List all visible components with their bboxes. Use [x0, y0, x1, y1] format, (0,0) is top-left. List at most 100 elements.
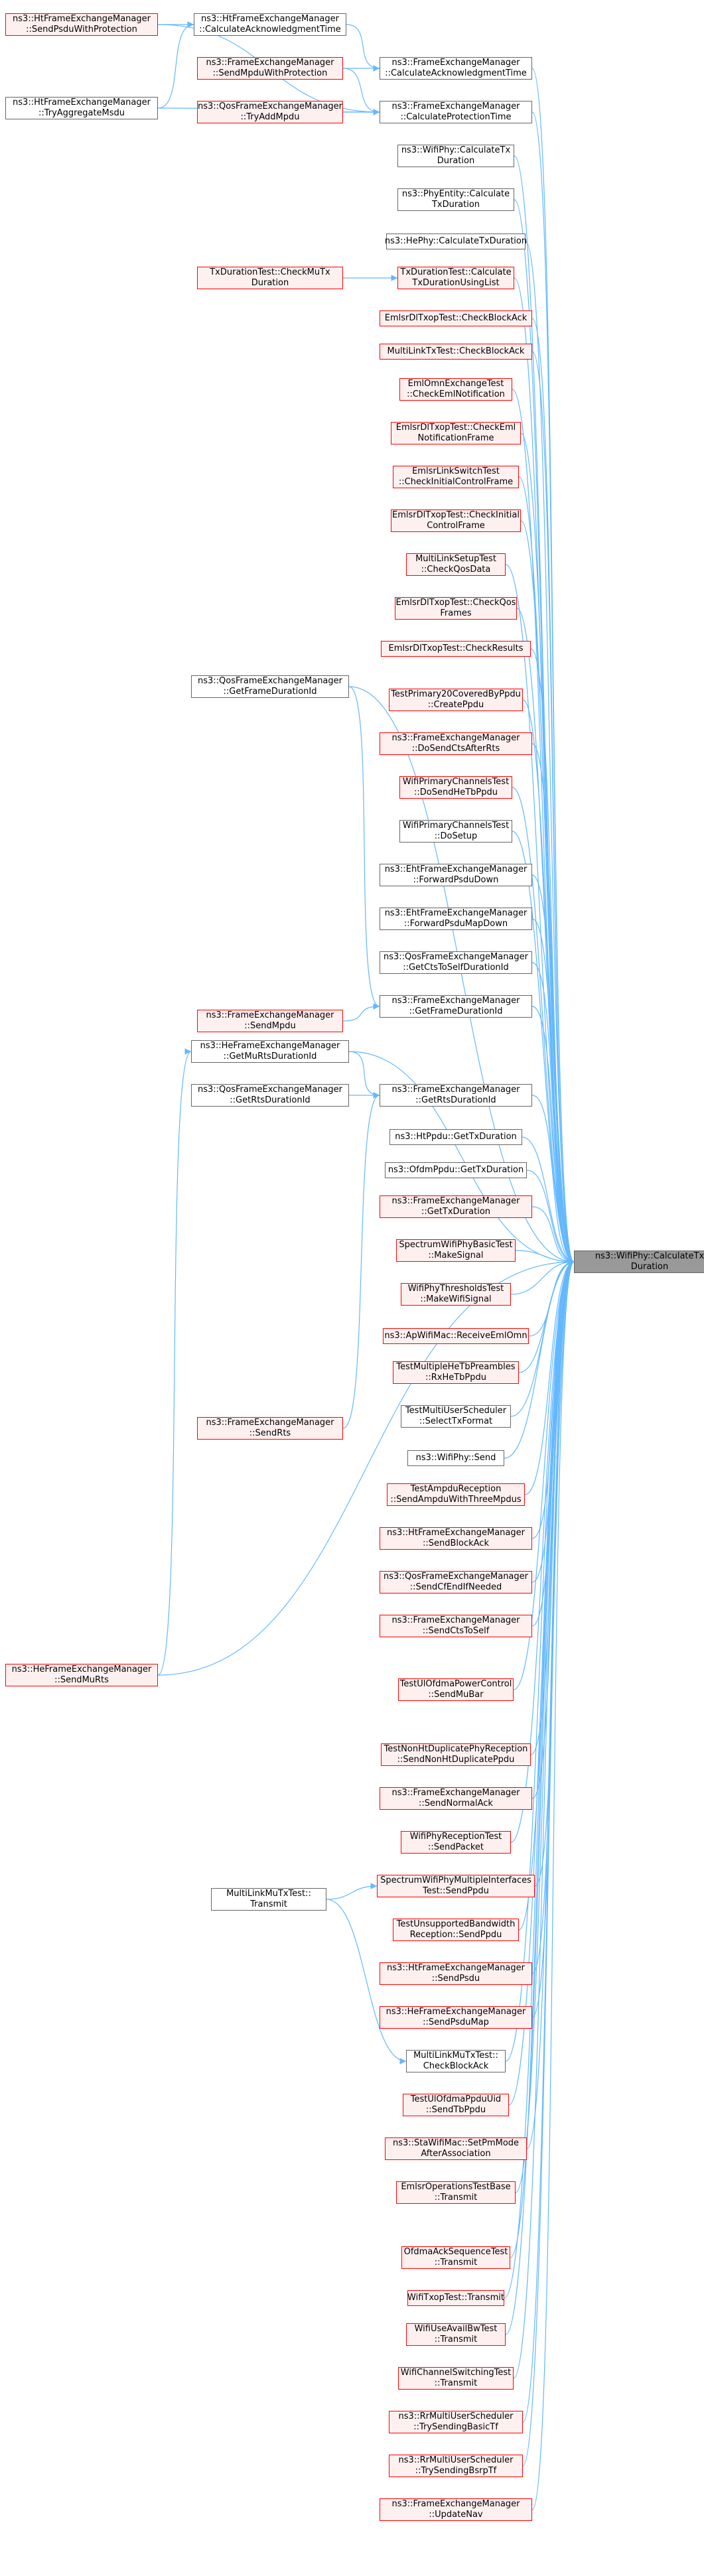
node-ns3-heframeexchangemanager-sendmurts[interactable]: ns3::HeFrameExchangeManager ::SendMuRts: [5, 1664, 158, 1686]
edge-n22-root: [348, 686, 575, 1265]
node-spectrumwifiphybasictest-makesignal[interactable]: SpectrumWifiPhyBasicTest ::MakeSignal: [396, 1239, 516, 1262]
edge-n34-root: [531, 1095, 575, 1265]
node-multilinkmutxtest-checkblockack[interactable]: MultiLinkMuTxTest:: CheckBlockAck: [406, 2050, 506, 2072]
node-ns3-ofdmppdu-gettxduration[interactable]: ns3::OfdmPpdu::GetTxDuration: [385, 1162, 527, 1178]
edge-n10-root: [525, 241, 575, 1265]
edge-n42-n34: [342, 1092, 380, 1429]
edge-n45-root: [524, 1258, 575, 1495]
node-ns3-heframeexchangemanager-getmurtsdurationid[interactable]: ns3::HeFrameExchangeManager ::GetMuRtsDu…: [191, 1040, 349, 1063]
node-wifiprimarychannelstest-dosetup[interactable]: WifiPrimaryChannelsTest ::DoSetup: [399, 820, 512, 843]
node-ns3-frameexchangemanager-getframedurationid[interactable]: ns3::FrameExchangeManager ::GetFrameDura…: [380, 995, 532, 1018]
edge-n61-root: [526, 1258, 575, 2149]
node-testprimary20coveredbyppdu-createppdu[interactable]: TestPrimary20CoveredByPpdu ::CreatePpdu: [389, 689, 523, 711]
node-spectrumwifiphymultipleinterfaces-test-sendppdu[interactable]: SpectrumWifiPhyMultipleInterfaces Test::…: [377, 1875, 535, 1897]
edge-n67-root: [522, 1258, 575, 2423]
node-ns3-htframeexchangemanager-sendblockack[interactable]: ns3::HtFrameExchangeManager ::SendBlockA…: [380, 1527, 532, 1550]
edge-n4-n7: [342, 68, 380, 115]
node-ns3-htppdu-gettxduration[interactable]: ns3::HtPpdu::GetTxDuration: [389, 1129, 522, 1145]
edge-n27-root: [531, 874, 575, 1265]
edge-n22-n31: [348, 686, 380, 1010]
edge-n39-root: [510, 1258, 575, 1295]
node-wifiuseavailbwtest-transmit[interactable]: WifiUseAvailBwTest ::Transmit: [406, 2323, 506, 2346]
node-ns3-heframeexchangemanager-sendpsdumap[interactable]: ns3::HeFrameExchangeManager ::SendPsduMa…: [380, 2006, 532, 2029]
node-ns3-phyentity-calculate-txduration[interactable]: ns3::PhyEntity::Calculate TxDuration: [397, 188, 514, 211]
node-ns3-frameexchangemanager-updatenav[interactable]: ns3::FrameExchangeManager ::UpdateNav: [380, 2498, 532, 2521]
node-ns3-qosframeexchangemanager-sendcfendifneeded[interactable]: ns3::QosFrameExchangeManager ::SendCfEnd…: [380, 1571, 532, 1593]
node-ns3-rrmultiuserscheduler-trysendingbsrptf[interactable]: ns3::RrMultiUserScheduler ::TrySendingBs…: [389, 2455, 523, 2477]
edge-n66-root: [513, 1258, 575, 2379]
edge-n30-n31: [342, 1003, 380, 1022]
node-wifiprimarychannelstest-dosendhetbppdu[interactable]: WifiPrimaryChannelsTest ::DoSendHeTbPpdu: [399, 776, 512, 799]
node-ns3-htframeexchangemanager-sendpsdu[interactable]: ns3::HtFrameExchangeManager ::SendPsdu: [380, 1962, 532, 1985]
node-testulofdmapowercontrol-sendmubar[interactable]: TestUlOfdmaPowerControl ::SendMuBar: [398, 1678, 514, 1701]
edge-n12-root: [514, 277, 575, 1265]
node-ns3-frameexchangemanager-sendrts[interactable]: ns3::FrameExchangeManager ::SendRts: [197, 1417, 343, 1440]
node-testunsupportedbandwidth-reception-sendppdu[interactable]: TestUnsupportedBandwidth Reception::Send…: [393, 1919, 519, 1941]
edge-n2-n5: [346, 24, 380, 72]
node-wifiphythresholdstest-makewifisignal[interactable]: WifiPhyThresholdsTest ::MakeWifiSignal: [401, 1283, 511, 1306]
node-ofdmaacksequencetest-transmit[interactable]: OfdmaAckSequenceTest ::Transmit: [401, 2246, 510, 2269]
edge-n65-root: [505, 1258, 575, 2335]
edge-n36-root: [526, 1170, 575, 1265]
node-ns3-qosframeexchangemanager-getframedurationid[interactable]: ns3::QosFrameExchangeManager ::GetFrameD…: [191, 675, 349, 698]
node-emlsrdltxoptest-checkblockack[interactable]: EmlsrDlTxopTest::CheckBlockAck: [380, 310, 532, 326]
node-ns3-frameexchangemanager-calculateacknowledgmenttime[interactable]: ns3::FrameExchangeManager ::CalculateAck…: [380, 57, 532, 80]
node-txdurationtest-checkmutx-duration[interactable]: TxDurationTest::CheckMuTx Duration: [197, 267, 343, 289]
edge-n60-root: [508, 1258, 575, 2106]
node-ns3-frameexchangemanager-calculateprotectiontime[interactable]: ns3::FrameExchangeManager ::CalculatePro…: [380, 101, 532, 123]
node-ns3-frameexchangemanager-sendmpduwithprotection[interactable]: ns3::FrameExchangeManager ::SendMpduWith…: [197, 57, 343, 80]
node-ns3-frameexchangemanager-sendnormalack[interactable]: ns3::FrameExchangeManager ::SendNormalAc…: [380, 1787, 532, 1810]
node-ns3-htframeexchangemanager-calculateacknowledgmenttime[interactable]: ns3::HtFrameExchangeManager ::CalculateA…: [194, 13, 346, 36]
edge-n44-root: [504, 1258, 575, 1459]
node-testmultiuserscheduler-selecttxformat[interactable]: TestMultiUserScheduler ::SelectTxFormat: [401, 1405, 511, 1428]
node-ns3-htframeexchangemanager-sendpsduwithprotection[interactable]: ns3::HtFrameExchangeManager ::SendPsduWi…: [5, 13, 158, 36]
node-ns3-frameexchangemanager-sendmpdu[interactable]: ns3::FrameExchangeManager ::SendMpdu: [197, 1010, 343, 1032]
node-emlsrdltxoptest-checkinitial-controlframe[interactable]: EmlsrDlTxopTest::CheckInitial ControlFra…: [391, 509, 521, 532]
node-ns3-wifiphy-send[interactable]: ns3::WifiPhy::Send: [407, 1450, 504, 1466]
node-emlsrdltxoptest-checkqos-frames[interactable]: EmlsrDlTxopTest::CheckQos Frames: [395, 597, 517, 620]
node-ns3-ehtframeexchangemanager-forwardpsdumapdown[interactable]: ns3::EhtFrameExchangeManager ::ForwardPs…: [380, 908, 532, 930]
node-ns3-frameexchangemanager-gettxduration[interactable]: ns3::FrameExchangeManager ::GetTxDuratio…: [380, 1195, 532, 1218]
node-ns3-stawifimac-setpmmode-afterassociation[interactable]: ns3::StaWifiMac::SetPmMode AfterAssociat…: [385, 2137, 527, 2160]
node-wifichannelswitchingtest-transmit[interactable]: WifiChannelSwitchingTest ::Transmit: [398, 2367, 514, 2390]
node-ns3-hephy-calculatetxduration[interactable]: ns3::HePhy::CalculateTxDuration: [385, 234, 527, 249]
node-emlsrdltxoptest-checkeml-notificationframe[interactable]: EmlsrDlTxopTest::CheckEml NotificationFr…: [391, 422, 521, 444]
node-ns3-wifiphy-calculatetx-duration[interactable]: ns3::WifiPhy::CalculateTx Duration: [397, 145, 514, 167]
node-multilinkmutxtest-transmit[interactable]: MultiLinkMuTxTest:: Transmit: [211, 1888, 326, 1911]
node-ns3-qosframeexchangemanager-tryaddmpdu[interactable]: ns3::QosFrameExchangeManager ::TryAddMpd…: [197, 101, 343, 123]
node-ns3-frameexchangemanager-sendctstoself[interactable]: ns3::FrameExchangeManager ::SendCtsToSel…: [380, 1615, 532, 1637]
edge-n28-root: [531, 918, 575, 1265]
node-txdurationtest-calculate-txdurationusinglist[interactable]: TxDurationTest::Calculate TxDurationUsin…: [397, 267, 514, 289]
edge-n50-root: [513, 1258, 575, 1690]
node-wifitxoptest-transmit[interactable]: WifiTxopTest::Transmit: [407, 2290, 504, 2306]
edge-n63-root: [510, 1258, 575, 2258]
node-ns3-qosframeexchangemanager-getrtsdurationid[interactable]: ns3::QosFrameExchangeManager ::GetRtsDur…: [191, 1084, 349, 1107]
node-ns3-qosframeexchangemanager-getctstoselfdurationid[interactable]: ns3::QosFrameExchangeManager ::GetCtsToS…: [380, 951, 532, 974]
node-ns3-apwifimac-receiveemlomn[interactable]: ns3::ApWifiMac::ReceiveEmlOmn: [383, 1328, 529, 1344]
node-ns3-htframeexchangemanager-tryaggregatemsdu[interactable]: ns3::HtFrameExchangeManager ::TryAggrega…: [5, 97, 158, 119]
node-testampdureception-sendampduwiththreempdus[interactable]: TestAmpduReception ::SendAmpduWithThreeM…: [387, 1483, 525, 1506]
node-multilinktxtest-checkblockack[interactable]: MultiLinkTxTest::CheckBlockAck: [380, 344, 532, 360]
node-wifiphyreceptiontest-sendpacket[interactable]: WifiPhyReceptionTest ::SendPacket: [401, 1831, 511, 1854]
node-emlomnexchangetest-checkemlnotification[interactable]: EmlOmnExchangeTest ::CheckEmlNotificatio…: [399, 378, 512, 401]
edge-n69-root: [531, 1258, 575, 2510]
node-emlsroperationstestbase-transmit[interactable]: EmlsrOperationsTestBase ::Transmit: [396, 2181, 516, 2204]
node-multilinksetuptest-checkqosdata[interactable]: MultiLinkSetupTest ::CheckQosData: [406, 553, 506, 576]
node-testnonhtduplicatephyreception-sendnonhtduplicateppdu[interactable]: TestNonHtDuplicatePhyReception ::SendNon…: [381, 1743, 531, 1766]
edge-n14-root: [531, 351, 575, 1265]
edge-n37-root: [531, 1206, 575, 1265]
edge-n35-root: [522, 1136, 575, 1265]
node-testulofdmappduuid-sendtbppdu[interactable]: TestUlOfdmaPpduUid ::SendTbPpdu: [403, 2094, 509, 2116]
node-ns3-rrmultiuserscheduler-trysendingbasictf[interactable]: ns3::RrMultiUserScheduler ::TrySendingBa…: [389, 2411, 523, 2433]
node-ns3-frameexchangemanager-getrtsdurationid[interactable]: ns3::FrameExchangeManager ::GetRtsDurati…: [380, 1084, 532, 1107]
edge-n23-root: [522, 699, 575, 1265]
edge-n24-root: [531, 743, 575, 1265]
node-emlsrdltxoptest-checkresults[interactable]: EmlsrDlTxopTest::CheckResults: [381, 641, 531, 657]
node-ns3-frameexchangemanager-dosendctsafterrts[interactable]: ns3::FrameExchangeManager ::DoSendCtsAft…: [380, 732, 532, 755]
node-testmultiplehetbpreambles-rxhetbppdu[interactable]: TestMultipleHeTbPreambles ::RxHeTbPpdu: [393, 1361, 519, 1384]
node-ns3-ehtframeexchangemanager-forwardpsdudown[interactable]: ns3::EhtFrameExchangeManager ::ForwardPs…: [380, 864, 532, 886]
root-node: ns3::WifiPhy::CalculateTx Duration: [574, 1251, 704, 1273]
node-emlsrlinkswitchtest-checkinitialcontrolframe[interactable]: EmlsrLinkSwitchTest ::CheckInitialContro…: [393, 466, 519, 488]
